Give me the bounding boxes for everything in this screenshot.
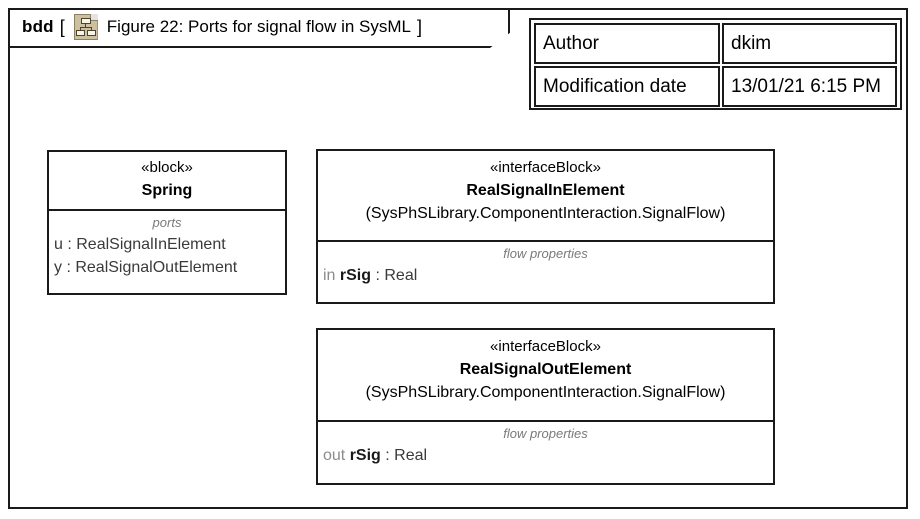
bracket-open: [ xyxy=(59,16,65,37)
flow-property-out-rsig: out rSig : Real xyxy=(318,444,773,468)
bdd-icon-edge-left xyxy=(79,27,81,30)
port-u-name: u xyxy=(54,235,63,253)
block-real-signal-out-element-qualifier: (SysPhSLibrary.ComponentInteraction.Sign… xyxy=(365,383,726,401)
block-real-signal-in-element[interactable]: «interfaceBlock» RealSignalInElement (Sy… xyxy=(316,149,775,304)
bdd-icon-fold xyxy=(89,14,98,21)
flow-property-out-rsig-direction: out xyxy=(323,446,346,464)
flow-property-in-rsig-type: Real xyxy=(384,266,418,284)
block-real-signal-out-element-flow-compartment: flow properties out rSig : Real xyxy=(318,422,773,471)
flow-property-out-rsig-name: rSig xyxy=(349,446,381,464)
block-real-signal-in-element-qualifier: (SysPhSLibrary.ComponentInteraction.Sign… xyxy=(365,204,726,222)
block-real-signal-in-element-header: «interfaceBlock» RealSignalInElement (Sy… xyxy=(318,151,773,242)
flow-property-in-rsig-separator: : xyxy=(371,266,385,284)
bdd-icon-node-top xyxy=(80,18,91,24)
port-u-separator: : xyxy=(62,235,77,253)
metadata-key-modification-date: Modification date xyxy=(534,66,720,107)
bdd-diagram-icon xyxy=(73,14,98,40)
frame-heading-content: bdd [ Figure 22: Ports for signal flow i… xyxy=(22,14,422,40)
port-y-name: y xyxy=(54,259,62,277)
bdd-icon-edge-vertical xyxy=(84,24,86,27)
port-y-separator: : xyxy=(62,259,76,277)
bdd-icon-edge-right xyxy=(90,27,92,30)
block-spring-header: «block» Spring xyxy=(49,152,285,211)
table-row: Modification date 13/01/21 6:15 PM xyxy=(534,66,897,107)
flow-property-in-rsig: in rSig : Real xyxy=(318,264,773,288)
flow-property-out-rsig-type: Real xyxy=(394,446,428,464)
flow-property-in-rsig-direction: in xyxy=(323,266,336,284)
metadata-value-modification-date: 13/01/21 6:15 PM xyxy=(722,66,897,107)
metadata-value-author: dkim xyxy=(722,23,897,64)
block-spring-stereotype: «block» xyxy=(141,159,193,176)
metadata-table: Author dkim Modification date 13/01/21 6… xyxy=(529,18,902,110)
bdd-icon-edge-horizontal xyxy=(79,27,91,28)
bracket-close: ] xyxy=(417,16,423,37)
diagram-frame: bdd [ Figure 22: Ports for signal flow i… xyxy=(8,8,908,509)
compartment-title-flow-properties: flow properties xyxy=(503,246,588,261)
compartment-title-flow-properties: flow properties xyxy=(503,426,588,441)
frame-heading-tab: bdd [ Figure 22: Ports for signal flow i… xyxy=(10,10,510,48)
block-real-signal-out-element-stereotype: «interfaceBlock» xyxy=(490,338,601,355)
flow-property-out-rsig-separator: : xyxy=(380,446,395,464)
block-spring[interactable]: «block» Spring ports u : RealSignalInEle… xyxy=(47,150,287,295)
block-real-signal-in-element-name: RealSignalInElement xyxy=(466,181,625,199)
bdd-icon-node-right xyxy=(86,30,96,36)
metadata-key-author: Author xyxy=(534,23,720,64)
table-row: Author dkim xyxy=(534,23,897,64)
block-spring-ports-compartment: ports u : RealSignalInElement y : RealSi… xyxy=(49,211,285,293)
port-u-type: RealSignalInElement xyxy=(76,235,226,253)
flow-property-in-rsig-name: rSig xyxy=(339,266,372,284)
port-u: u : RealSignalInElement xyxy=(49,233,285,257)
block-real-signal-in-element-stereotype: «interfaceBlock» xyxy=(490,159,601,176)
port-y-type: RealSignalOutElement xyxy=(75,259,238,277)
block-spring-name: Spring xyxy=(141,181,193,199)
diagram-kind-label: bdd xyxy=(22,17,54,36)
block-real-signal-out-element-name: RealSignalOutElement xyxy=(459,360,632,378)
block-real-signal-out-element[interactable]: «interfaceBlock» RealSignalOutElement (S… xyxy=(316,328,775,485)
compartment-title-ports: ports xyxy=(152,215,182,230)
diagram-title: Figure 22: Ports for signal flow in SysM… xyxy=(106,17,412,36)
block-real-signal-out-element-header: «interfaceBlock» RealSignalOutElement (S… xyxy=(318,330,773,422)
bdd-icon-node-left xyxy=(75,30,85,36)
block-real-signal-in-element-flow-compartment: flow properties in rSig : Real xyxy=(318,242,773,291)
port-y: y : RealSignalOutElement xyxy=(49,256,285,280)
